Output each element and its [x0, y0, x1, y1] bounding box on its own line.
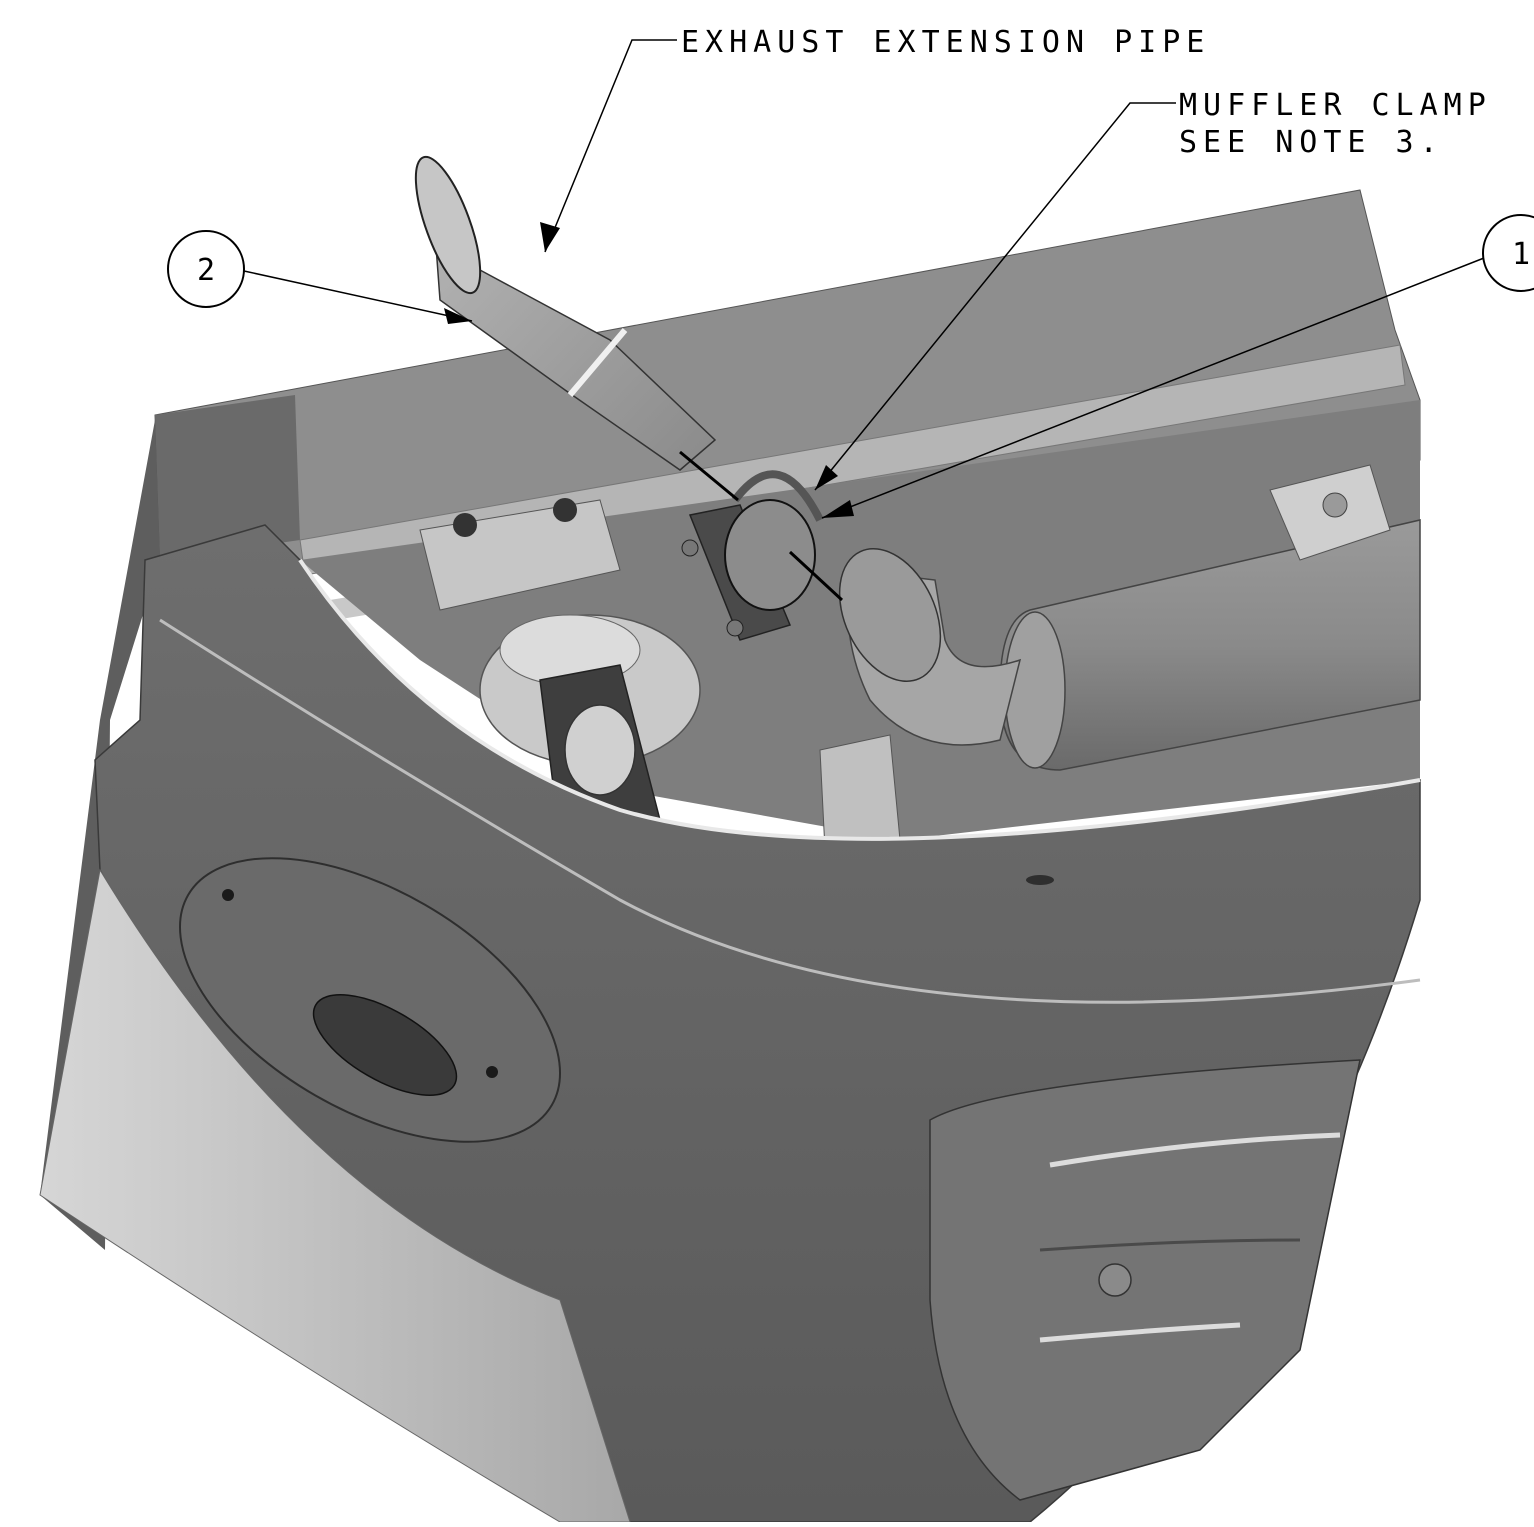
muffler-outlet-elbow: [838, 548, 1022, 746]
leader-muffler-clamp: [814, 102, 1176, 491]
cowl-crease-highlight: [159, 618, 1421, 1004]
assembly-axis-line: [679, 450, 739, 502]
arrowhead-balloon-2: [444, 308, 472, 324]
right-vent-panel: [929, 1059, 1361, 1501]
assembly-axis-line: [788, 550, 844, 602]
balloon-2: 2: [167, 230, 245, 308]
arrowheads: [444, 222, 854, 518]
label-muffler-clamp: MUFFLER CLAMP: [1179, 88, 1492, 123]
center-bracket: [819, 734, 901, 851]
leader-exhaust-extension-pipe: [544, 39, 677, 253]
exhaust-extension-pipe-part: [414, 155, 717, 471]
cowl-lip-highlight: [298, 558, 1421, 841]
arrowhead-balloon-1: [822, 500, 854, 518]
balloon-1-number: 1: [1512, 237, 1530, 272]
machine-body: [39, 189, 1421, 1523]
arrowhead-clamp: [815, 465, 838, 490]
rear-frame-face: [155, 395, 300, 560]
oval-recess: [179, 857, 561, 1143]
leader-balloon-1: [821, 257, 1485, 519]
cowl-slot: [1026, 875, 1054, 885]
leader-balloon-2: [243, 270, 473, 322]
arrowhead-exhaust: [540, 222, 560, 252]
balloon-1: 1: [1482, 214, 1534, 292]
balloon-2-number: 2: [197, 253, 215, 288]
label-exhaust-extension-pipe: EXHAUST EXTENSION PIPE: [681, 25, 1210, 60]
label-see-note-3: SEE NOTE 3.: [1179, 125, 1444, 160]
leader-lines: [243, 39, 1485, 519]
muffler-clamp-part: [681, 470, 824, 641]
